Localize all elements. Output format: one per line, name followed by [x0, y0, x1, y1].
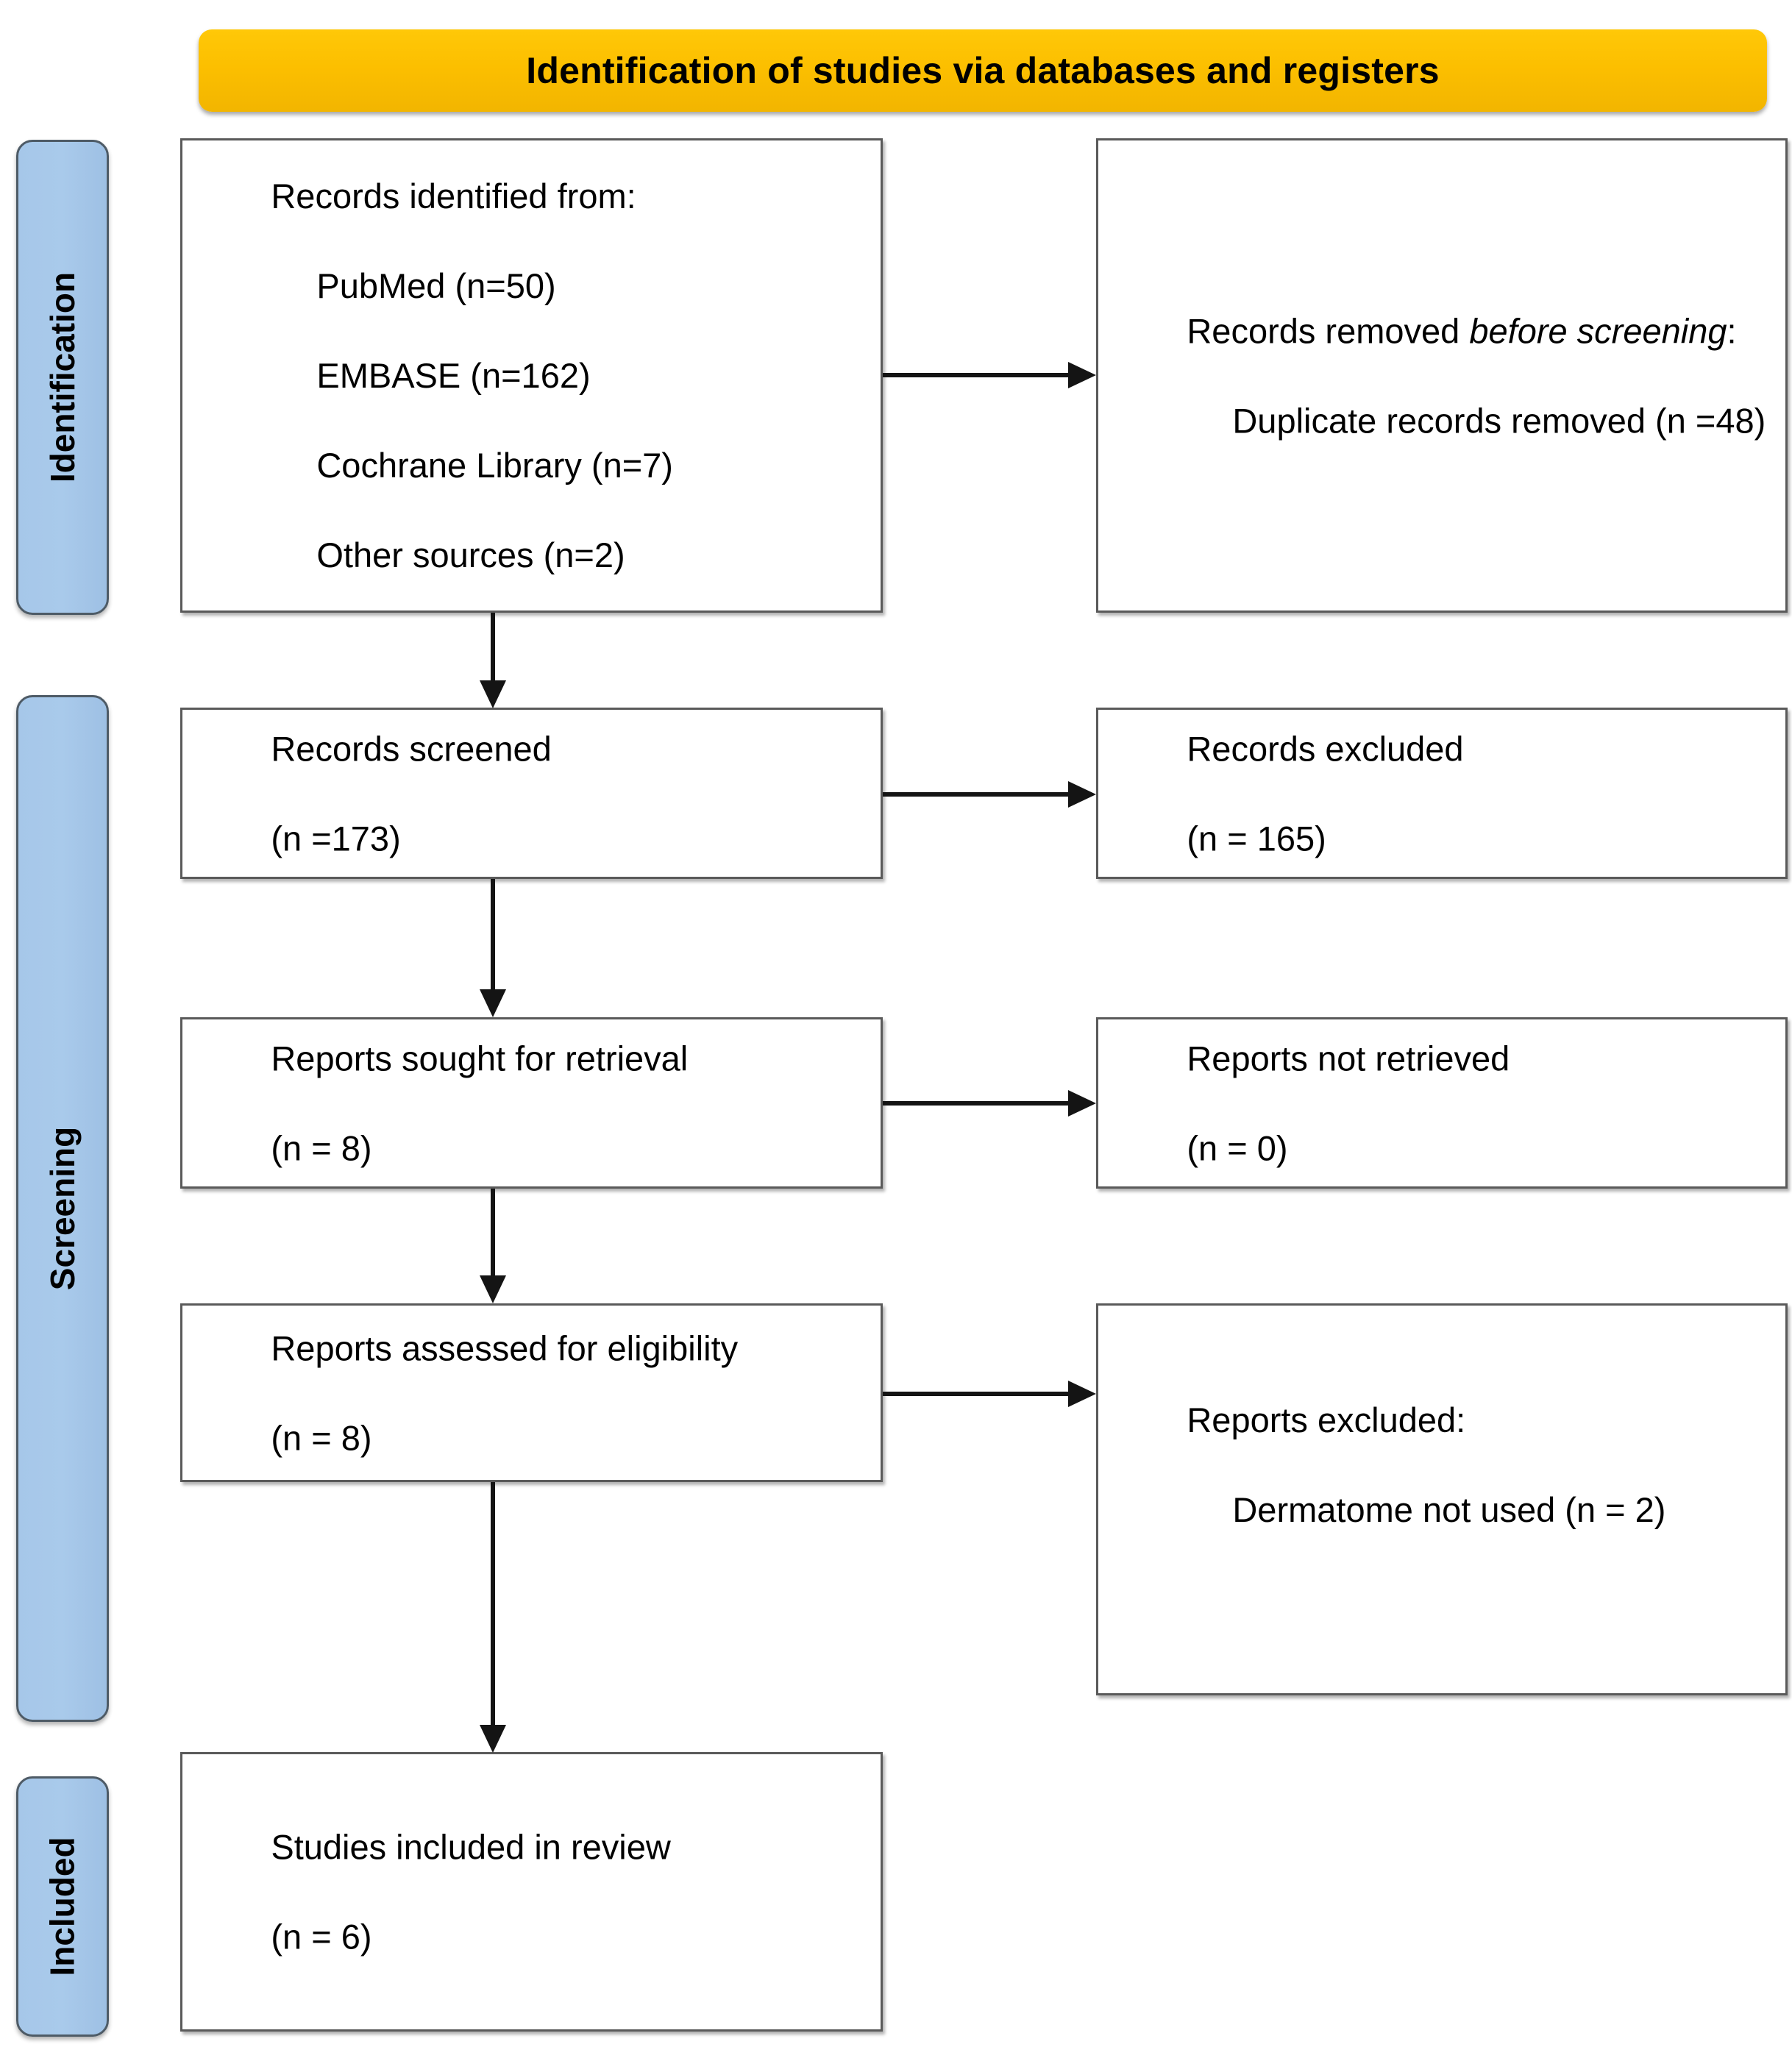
records-removed-item-0: Duplicate records removed (n =48) [1232, 401, 1766, 441]
box-reports-assessed: Reports assessed for eligibility (n = 8) [180, 1303, 883, 1482]
box-reports-not-retrieved-text: Reports not retrieved (n = 0) [1129, 991, 1766, 1215]
studies-included-count: (n = 6) [271, 1917, 372, 1957]
arrow-screened-to-sought [478, 879, 508, 1019]
box-records-removed-text: Records removed before screening: Duplic… [1129, 263, 1766, 488]
stage-label-identification-text: Identification [43, 271, 82, 483]
stage-label-identification: Identification [16, 140, 109, 615]
stage-label-included: Included [16, 1776, 109, 2037]
arrow-identified-to-screened [478, 613, 508, 710]
records-removed-heading-italic: before screening [1469, 310, 1727, 350]
box-records-screened: Records screened (n =173) [180, 708, 883, 879]
reports-not-retrieved-heading: Reports not retrieved [1187, 1038, 1510, 1078]
reports-assessed-heading: Reports assessed for eligibility [271, 1328, 739, 1367]
arrow-assessed-to-reports-excluded [883, 1379, 1098, 1409]
arrow-sought-to-not-retrieved [883, 1089, 1098, 1118]
box-records-excluded: Records excluded (n = 165) [1096, 708, 1788, 879]
stage-label-screening: Screening [16, 695, 109, 1722]
records-identified-item-1: EMBASE (n=162) [316, 355, 591, 395]
reports-excluded-item-0: Dermatome not used (n = 2) [1232, 1490, 1666, 1530]
arrow-assessed-to-included [478, 1482, 508, 1754]
stage-label-screening-text: Screening [43, 1126, 82, 1291]
arrow-screened-to-excluded [883, 780, 1098, 809]
reports-assessed-count: (n = 8) [271, 1418, 372, 1458]
diagram-header-banner: Identification of studies via databases … [199, 29, 1767, 112]
records-screened-count: (n =173) [271, 819, 401, 858]
box-reports-sought: Reports sought for retrieval (n = 8) [180, 1017, 883, 1189]
records-identified-item-3: Other sources (n=2) [316, 535, 625, 575]
arrow-sought-to-assessed [478, 1189, 508, 1305]
records-identified-item-2: Cochrane Library (n=7) [316, 446, 673, 485]
records-screened-heading: Records screened [271, 728, 552, 768]
records-excluded-count: (n = 165) [1187, 819, 1326, 858]
box-studies-included: Studies included in review (n = 6) [180, 1752, 883, 2032]
box-records-identified: Records identified from: PubMed (n=50) E… [180, 138, 883, 613]
box-records-removed: Records removed before screening: Duplic… [1096, 138, 1788, 613]
records-removed-heading-tail: : [1727, 310, 1737, 350]
box-records-excluded-text: Records excluded (n = 165) [1129, 681, 1766, 905]
box-reports-assessed-text: Reports assessed for eligibility (n = 8) [213, 1281, 861, 1505]
records-identified-heading: Records identified from: [271, 176, 636, 216]
records-excluded-heading: Records excluded [1187, 728, 1464, 768]
reports-sought-count: (n = 8) [271, 1128, 372, 1168]
box-reports-excluded: Reports excluded: Dermatome not used (n … [1096, 1303, 1788, 1695]
records-identified-item-0: PubMed (n=50) [316, 266, 556, 305]
reports-not-retrieved-count: (n = 0) [1187, 1128, 1288, 1168]
reports-excluded-heading: Reports excluded: [1187, 1400, 1466, 1440]
reports-sought-heading: Reports sought for retrieval [271, 1038, 689, 1078]
records-removed-heading-plain: Records removed [1187, 310, 1470, 350]
box-records-identified-text: Records identified from: PubMed (n=50) E… [213, 128, 861, 622]
stage-label-included-text: Included [43, 1837, 82, 1976]
banner-title: Identification of studies via databases … [526, 50, 1440, 91]
box-studies-included-text: Studies included in review (n = 6) [213, 1779, 861, 2004]
box-reports-excluded-text: Reports excluded: Dermatome not used (n … [1129, 1353, 1766, 1577]
box-reports-not-retrieved: Reports not retrieved (n = 0) [1096, 1017, 1788, 1189]
studies-included-heading: Studies included in review [271, 1827, 671, 1867]
box-records-screened-text: Records screened (n =173) [213, 681, 861, 905]
arrow-identified-to-removed [883, 360, 1098, 390]
box-reports-sought-text: Reports sought for retrieval (n = 8) [213, 991, 861, 1215]
